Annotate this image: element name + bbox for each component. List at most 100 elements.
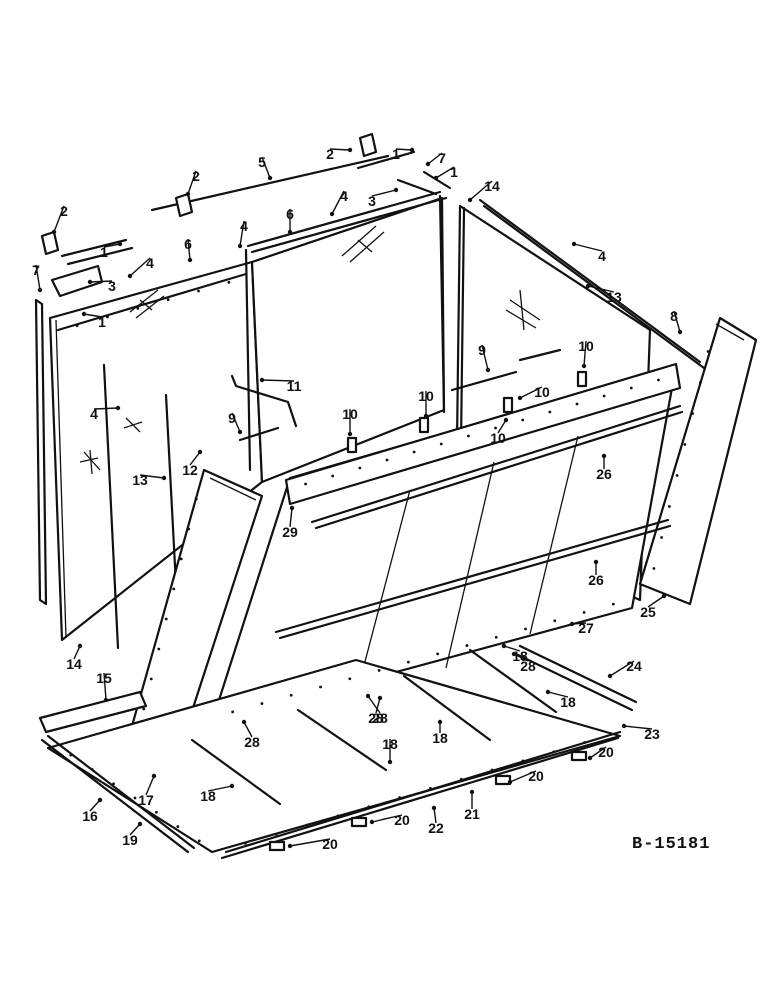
end-top-rail: [478, 198, 702, 364]
part-number-label: 10: [534, 384, 550, 400]
callout-arrowhead: [425, 161, 431, 167]
part-number-label: 9: [228, 410, 236, 426]
part-number-label: 18: [200, 788, 216, 804]
cross-brace: [518, 348, 562, 362]
callout-leader-line: [289, 507, 293, 528]
part-number-label: 3: [368, 193, 376, 209]
callout-arrowhead: [185, 191, 191, 197]
callout-arrowhead: [51, 229, 57, 235]
callout-leader-line: [371, 814, 403, 823]
callout-arrowhead: [501, 643, 507, 649]
callout-leader-line: [513, 653, 529, 662]
callout-arrowhead: [387, 759, 393, 765]
part-number-label: 29: [282, 524, 298, 540]
callout-arrowhead: [103, 697, 109, 703]
rivet: [75, 324, 79, 328]
part-number-label: 13: [132, 472, 148, 488]
part-number-label: 18: [432, 730, 448, 746]
callout-arrowhead: [369, 819, 375, 825]
rivet: [657, 378, 660, 382]
rivet: [377, 669, 381, 672]
part-number-label: 14: [66, 656, 82, 672]
callout-arrowhead: [81, 311, 87, 317]
rivet: [494, 426, 497, 430]
part-number-label: 10: [342, 406, 358, 422]
rivet: [155, 810, 158, 814]
rivet: [133, 796, 137, 800]
rivet: [494, 635, 498, 639]
callout-leader-line: [367, 695, 381, 714]
callout-leader-line: [73, 645, 81, 660]
callout-arrowhead: [423, 413, 429, 419]
rivet: [691, 412, 695, 415]
callout-leader-line: [187, 238, 191, 261]
back-wall: [129, 190, 448, 484]
part-number-label: 7: [32, 262, 40, 278]
callout-leader-line: [189, 451, 201, 466]
support-bracket: [230, 374, 298, 428]
top-parts: [40, 132, 588, 454]
part-number-label: 2: [326, 146, 334, 162]
rivet: [467, 434, 470, 438]
part-number-label: 16: [82, 808, 98, 824]
callout-arrowhead: [87, 279, 93, 285]
part-number-label: 26: [588, 572, 604, 588]
part-number-label: 20: [528, 768, 544, 784]
loose-end-panel: [638, 316, 758, 606]
callout-leader-line: [519, 386, 543, 399]
callout-leader-line: [573, 243, 603, 252]
callout-arrowhead: [137, 821, 143, 827]
callout-arrowhead: [433, 175, 439, 181]
callout-arrowhead: [545, 689, 551, 695]
hook: [502, 396, 514, 414]
base-assembly: [38, 644, 638, 860]
part-number-label: 28: [244, 734, 260, 750]
rivet: [652, 567, 656, 570]
callout-leader-line: [583, 340, 587, 367]
callout-arrowhead: [585, 283, 591, 289]
floor-sheet: [46, 658, 622, 854]
rivet: [436, 652, 440, 656]
part-number-label: 20: [394, 812, 410, 828]
drawing-reference: B-15181: [632, 835, 711, 854]
part-number-label: 28: [520, 658, 536, 674]
callout-arrowhead: [117, 241, 123, 247]
part-number-label: 4: [90, 406, 98, 422]
rivet: [305, 823, 309, 827]
top-rail: [56, 272, 248, 332]
callout-arrowhead: [187, 257, 193, 263]
stile: [102, 363, 120, 650]
glass-glare-mark: [505, 289, 541, 331]
callout-arrowhead: [593, 559, 599, 565]
rivet: [69, 753, 73, 757]
callout-arrowhead: [237, 429, 243, 435]
callout-arrowhead: [377, 695, 383, 701]
callout-leader-line: [83, 313, 103, 318]
part-number-label: 28: [372, 710, 388, 726]
rivet: [660, 536, 664, 539]
callout-arrowhead: [267, 175, 273, 181]
part-number-label: 8: [670, 308, 678, 324]
part-number-label: 12: [182, 462, 198, 478]
callout-arrowhead: [601, 453, 607, 459]
part-number-label: 9: [478, 342, 486, 358]
callout-leader-line: [503, 645, 521, 652]
stiffener-bar: [274, 518, 670, 634]
panel-seam: [445, 461, 495, 669]
rivet: [611, 602, 615, 606]
callout-leader-line: [497, 419, 507, 434]
rivet: [179, 557, 183, 561]
rivet: [698, 381, 702, 384]
rivet: [575, 402, 579, 406]
part-number-label: 2: [192, 168, 200, 184]
mid-post: [244, 248, 252, 472]
callout-arrowhead: [485, 367, 491, 373]
part-number-label: 13: [606, 289, 622, 305]
loose-side-panel-lip: [209, 477, 257, 501]
side-sill: [40, 738, 190, 854]
callout-leader-line: [103, 672, 107, 701]
rivet: [136, 306, 140, 310]
rivet: [336, 814, 340, 818]
part-number-label: 2: [60, 203, 68, 219]
part-number-label: 20: [322, 836, 338, 852]
